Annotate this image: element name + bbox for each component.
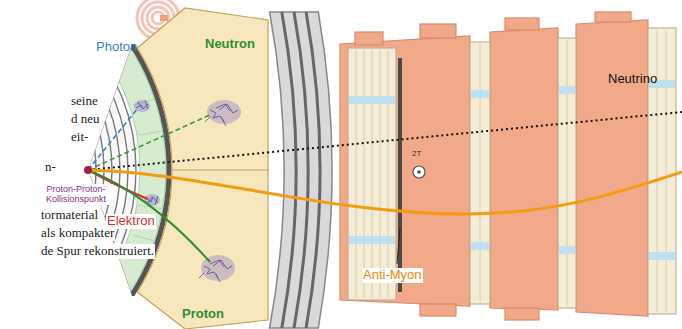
chamber-stripe	[349, 236, 395, 244]
particle-label: Neutron	[205, 37, 255, 52]
tracker-layer	[0, 14, 96, 326]
cut-off-text: de Spur rekonstruiert.	[40, 244, 155, 259]
tracker-layer	[0, 0, 112, 329]
particle-label: Anti-Myon	[362, 268, 423, 283]
cut-off-text: tormaterial	[40, 208, 99, 223]
icon-mark	[160, 15, 168, 21]
yoke-slab	[490, 28, 558, 310]
coil-layer	[294, 12, 308, 328]
muon-chamber	[648, 28, 676, 314]
shower-cloud	[207, 100, 241, 124]
field-symbol	[413, 166, 425, 178]
coil-layer	[282, 12, 296, 328]
muon-chamber	[348, 48, 396, 300]
proton-shower	[199, 255, 235, 282]
chamber-stripe	[349, 96, 395, 104]
cut-off-text: eit-	[70, 130, 89, 145]
chamber-stripe	[471, 90, 489, 98]
chamber-wire	[356, 50, 357, 298]
yoke-slab	[340, 36, 470, 306]
chamber-wire	[480, 44, 481, 302]
chamber-stripe	[649, 252, 675, 260]
ecal-segment	[133, 235, 158, 242]
leader-line	[397, 228, 400, 264]
chamber-stripe	[559, 246, 575, 254]
yoke-tab	[595, 12, 631, 22]
neutrino-track	[88, 112, 682, 170]
particle-label: Elektron	[106, 214, 156, 229]
chamber-wire	[666, 30, 667, 312]
chamber-grid	[356, 30, 666, 312]
particle-label: Photon	[96, 40, 137, 55]
shower-lines	[136, 100, 148, 109]
point-label: Proton-Proton-Kollisionspunkt	[40, 184, 112, 205]
muon-chamber	[470, 42, 490, 304]
chamber-bar	[398, 58, 402, 292]
cut-off-text: n-	[44, 160, 57, 175]
yoke-tab	[355, 32, 383, 45]
neutron-shower	[205, 100, 241, 126]
yoke-tab	[420, 24, 456, 38]
muon-chambers	[348, 28, 676, 314]
cut-off-text: d neu	[70, 112, 101, 127]
field-symbol-dot	[417, 170, 421, 174]
tracker-layer	[0, 6, 104, 329]
coil-band	[270, 12, 332, 328]
particle-label: Neutrino	[608, 72, 657, 87]
shower-lines	[199, 260, 232, 282]
cut-off-text: seine	[70, 94, 99, 109]
collision-point	[84, 166, 92, 174]
chamber-wire	[388, 50, 389, 298]
muon-chamber	[558, 38, 576, 308]
hcal	[137, 8, 268, 329]
chamber-stripes	[349, 80, 675, 260]
chamber-wire	[567, 40, 568, 306]
antimuon-track	[88, 170, 682, 214]
field-label: 2T	[412, 149, 421, 158]
coil-layer	[306, 12, 320, 328]
shower-lines	[205, 104, 238, 126]
yoke-tab	[505, 308, 539, 320]
neutron-track	[88, 114, 212, 170]
chamber-wire	[364, 50, 365, 298]
chamber-wire	[372, 50, 373, 298]
chamber-stripe	[559, 86, 575, 94]
chamber-stripe	[471, 242, 489, 250]
return-yoke	[340, 12, 648, 320]
ecal-segment	[138, 131, 164, 135]
chamber-wire	[380, 50, 381, 298]
coil-layers	[282, 12, 320, 328]
cut-off-text: als kompakter	[40, 226, 115, 241]
particle-label: Proton	[182, 307, 224, 322]
hcal-divider	[172, 169, 268, 170]
yoke-tab	[505, 18, 539, 30]
yoke-slab	[576, 20, 648, 316]
yoke-tab	[420, 304, 456, 316]
